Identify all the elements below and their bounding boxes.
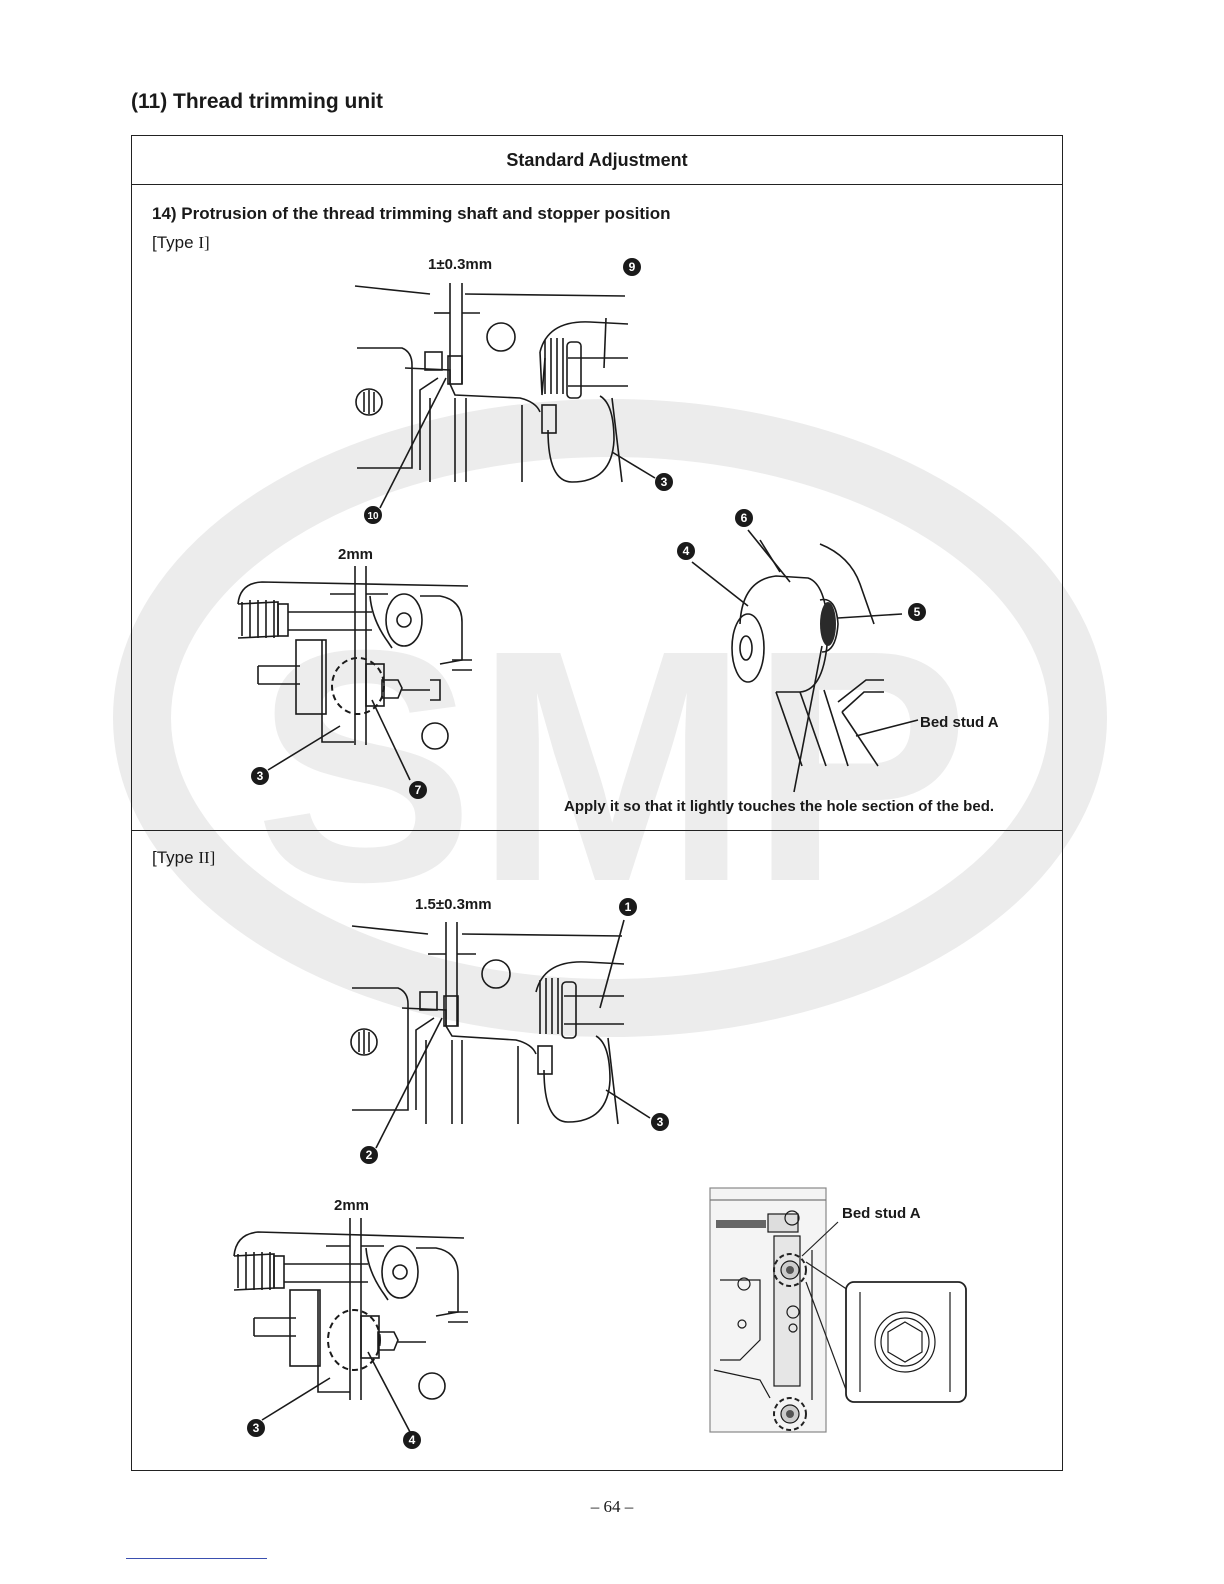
type2-dimension-bottom: 2mm — [334, 1197, 369, 1214]
callout-5: 5 — [914, 605, 921, 619]
type2-top-figure — [351, 920, 650, 1148]
type2-bottom-left-figure — [234, 1218, 468, 1432]
page-number: – 64 – — [0, 1497, 1224, 1517]
callout-3: 3 — [661, 475, 668, 489]
callout-6: 6 — [741, 511, 748, 525]
type1-bottom-right-figure — [692, 530, 918, 792]
type1-dimension-bottom: 2mm — [338, 546, 373, 563]
callout-3: 3 — [253, 1421, 260, 1435]
callout-7: 7 — [415, 783, 422, 797]
type1-note: Apply it so that it lightly touches the … — [564, 798, 994, 815]
type1-bottom-left-figure — [238, 566, 472, 780]
footer-rule — [126, 1558, 267, 1559]
callout-10: 10 — [367, 511, 379, 522]
callout-3: 3 — [257, 769, 264, 783]
callout-1: 1 — [625, 900, 632, 914]
callout-2: 2 — [366, 1148, 373, 1162]
callout-4: 4 — [683, 544, 690, 558]
type2-bottom-right-figure — [710, 1188, 966, 1432]
type2-dimension-top: 1.5±0.3mm — [415, 896, 492, 913]
callout-4: 4 — [409, 1433, 416, 1447]
type2-bed-stud-label: Bed stud A — [842, 1205, 921, 1222]
type1-top-figure — [355, 283, 655, 508]
type1-dimension-top: 1±0.3mm — [428, 256, 492, 273]
callout-3: 3 — [657, 1115, 664, 1129]
type1-bed-stud-label: Bed stud A — [920, 714, 999, 731]
callout-9: 9 — [629, 260, 636, 274]
